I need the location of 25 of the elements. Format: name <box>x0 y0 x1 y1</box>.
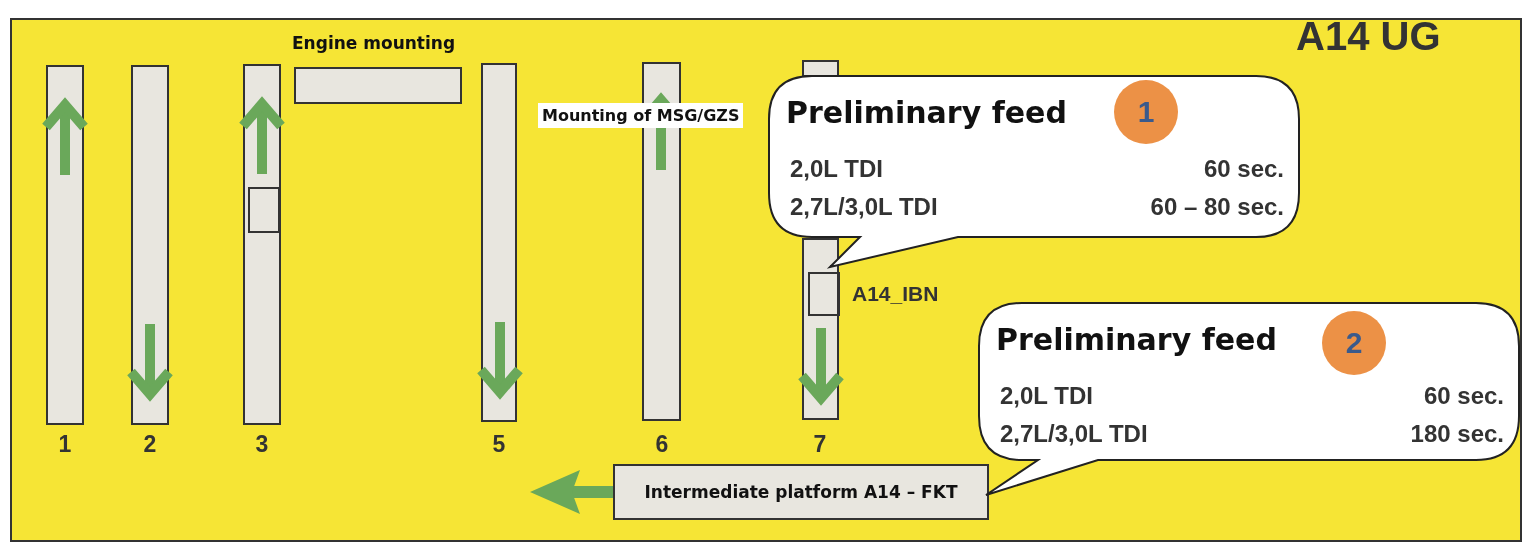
duration-value: 180 sec. <box>1410 420 1504 448</box>
callout-heading: Preliminary feed <box>996 322 1277 357</box>
engine-type: 2,7L/3,0L TDI <box>790 193 938 221</box>
lane-number: 1 <box>58 431 72 458</box>
speech-bubble <box>978 302 1520 498</box>
engine-type: 2,0L TDI <box>790 155 883 183</box>
platform-box <box>613 464 989 520</box>
duration-value: 60 – 80 sec. <box>1150 193 1284 221</box>
duration-value: 60 sec. <box>1423 382 1504 410</box>
platform-label: Intermediate platform A14 – FKT <box>644 482 958 502</box>
engine-type: 2,0L TDI <box>1000 382 1093 410</box>
lane-number: 2 <box>143 431 157 458</box>
duration-value: 60 sec. <box>1203 155 1284 183</box>
engine-type: 2,7L/3,0L TDI <box>1000 420 1148 448</box>
station-label: A14_IBN <box>852 282 939 306</box>
lane-number: 3 <box>255 431 269 458</box>
lane-number: 7 <box>813 431 827 458</box>
callout-label: Mounting of MSG/GZS <box>538 103 744 128</box>
station-square <box>248 187 280 233</box>
lane-number: 5 <box>492 431 506 458</box>
lane-number: 6 <box>655 431 669 458</box>
callout-heading: Preliminary feed <box>786 95 1067 130</box>
diagram-title: A14 UG <box>1296 14 1441 59</box>
bar-heading: Engine mounting <box>292 33 456 53</box>
speech-bubble <box>768 75 1300 268</box>
